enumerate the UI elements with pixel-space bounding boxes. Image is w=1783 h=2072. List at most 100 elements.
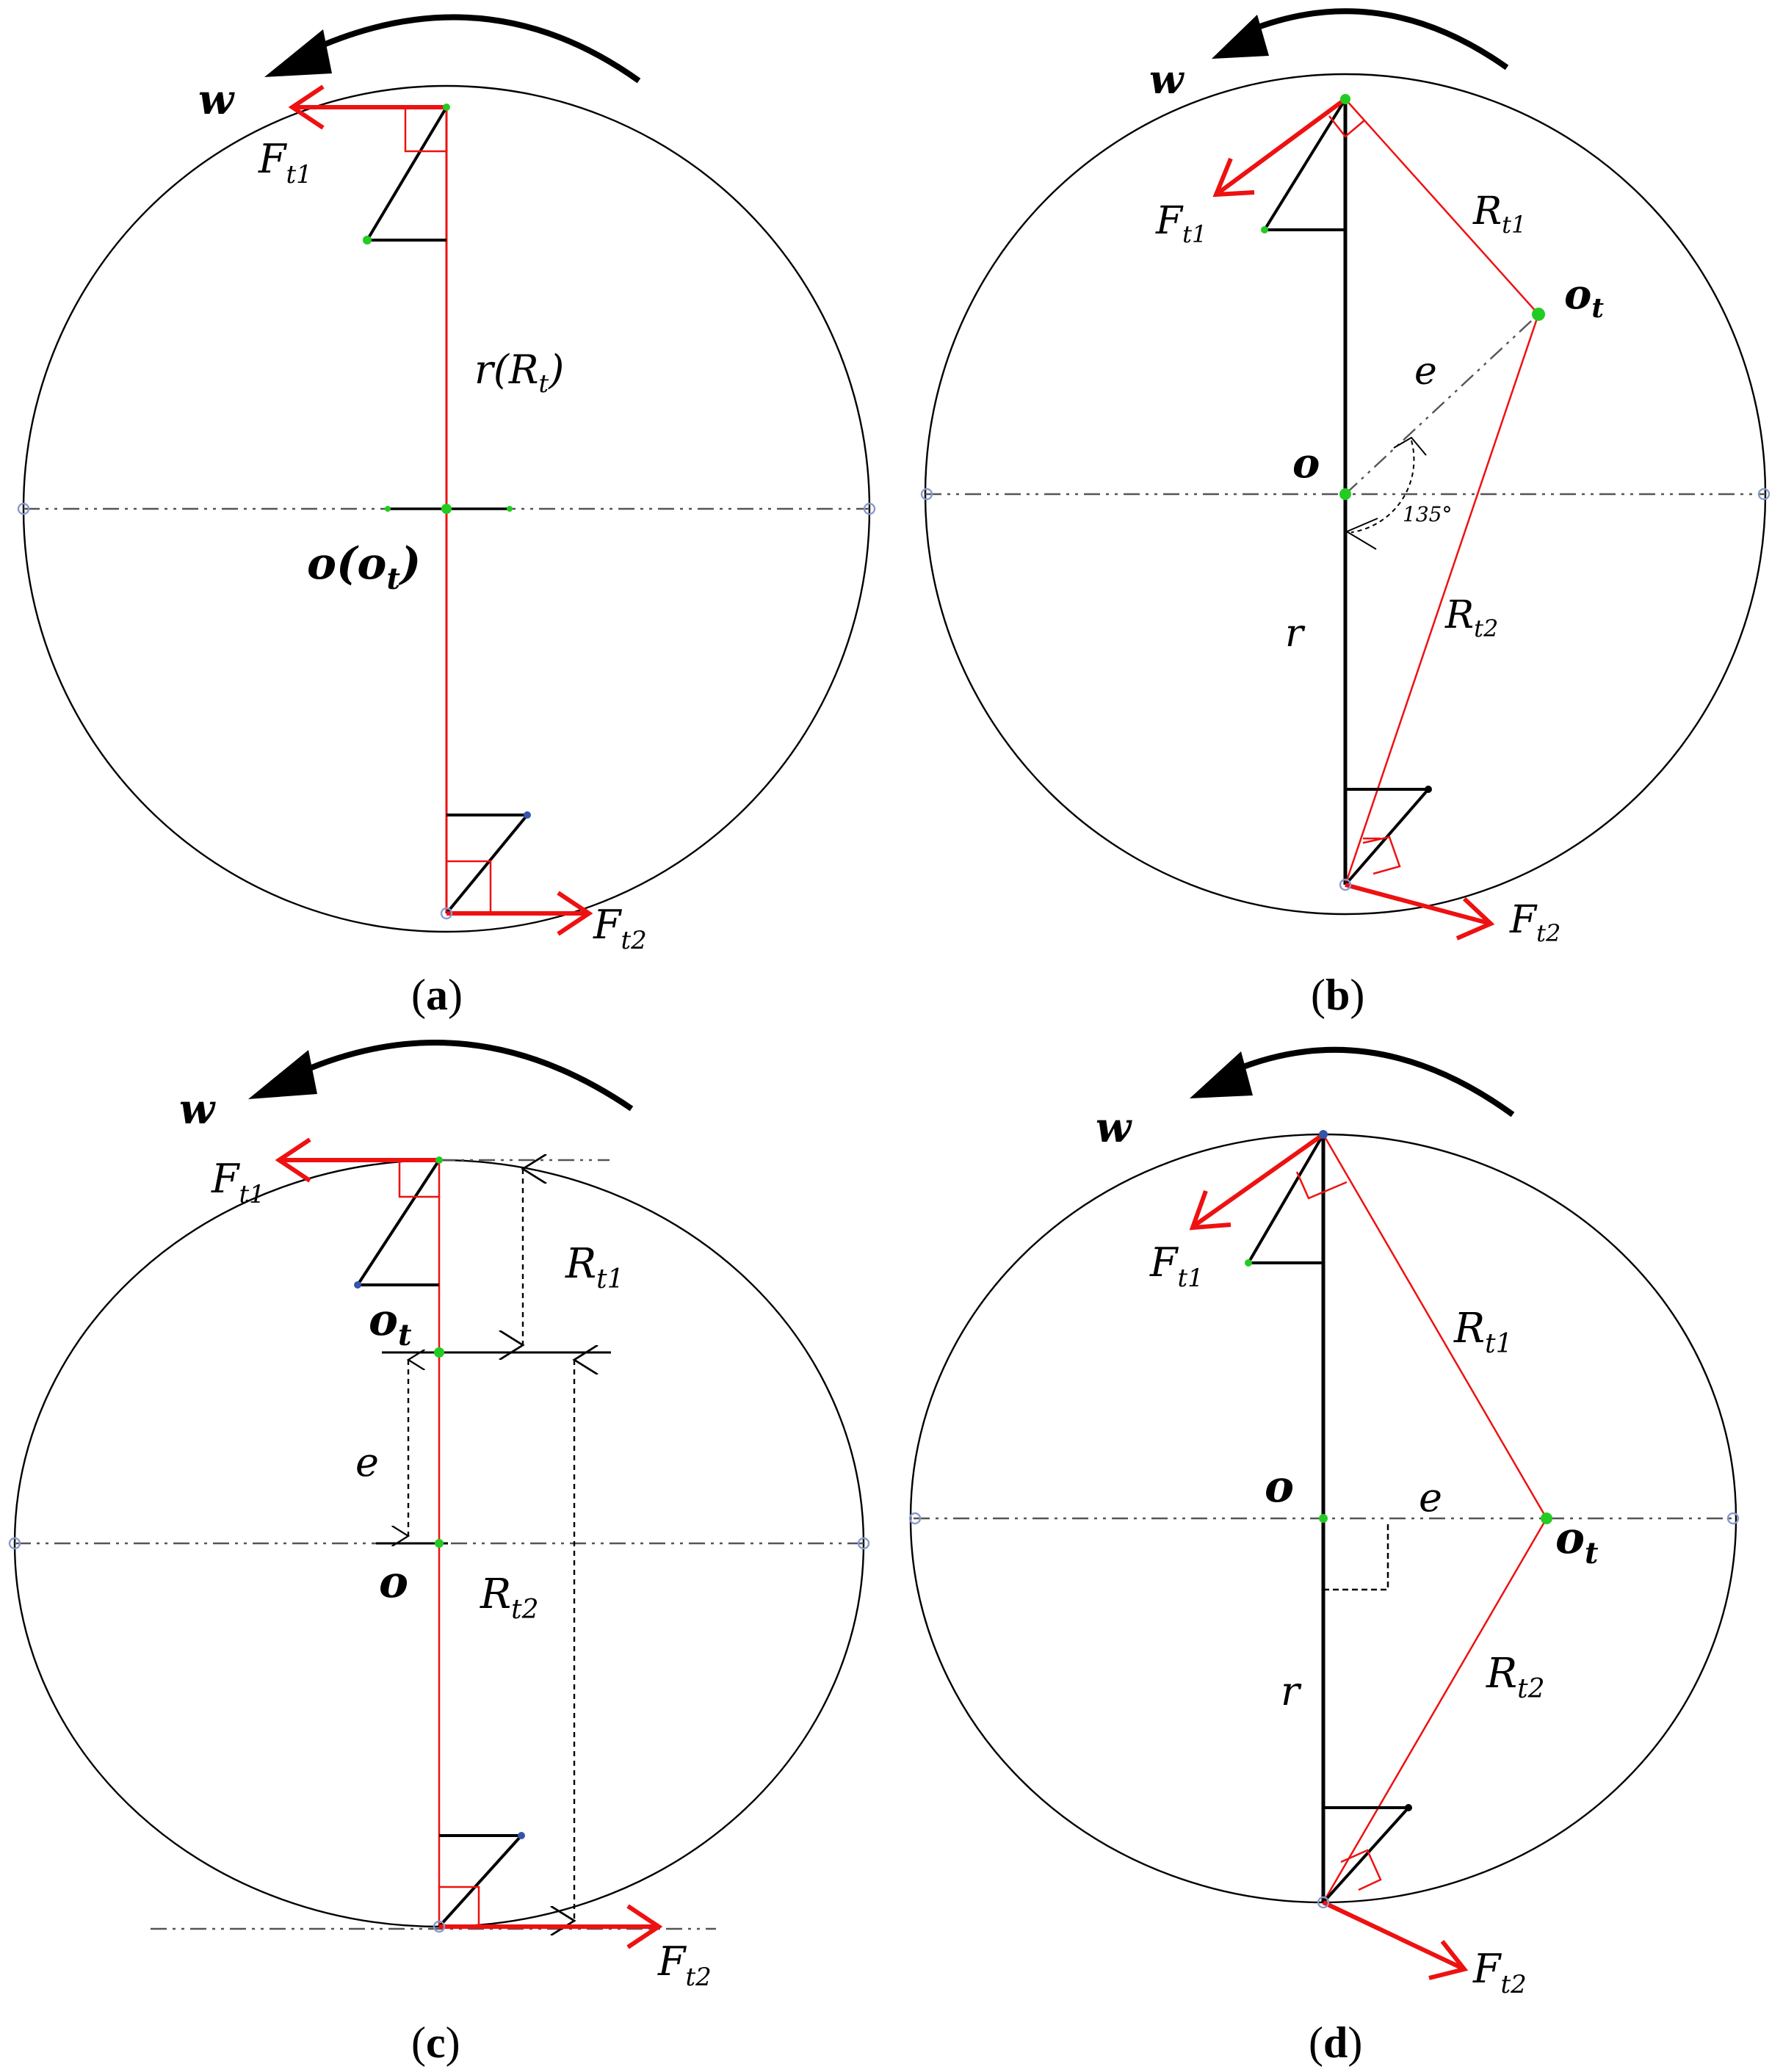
node: [1425, 786, 1432, 793]
right-angle-mark: [1362, 836, 1401, 875]
panel-a: w Ft1 Ft2 r(Rt) o(ot) (a): [17, 14, 876, 1019]
ot-label: ot: [1555, 1513, 1599, 1571]
caption-d: (d): [1309, 2018, 1362, 2067]
panel-d: w Ft1 Ft2 Rt1 Rt2 ot o e r (d): [908, 1046, 1740, 2067]
panel-b: w Ft1 Ft2 Rt1 Rt2 ot o e r 135° (b): [920, 8, 1771, 1019]
rotation-arrow: [1212, 8, 1509, 70]
omega-label: w: [179, 1085, 216, 1134]
node: [17, 502, 30, 515]
omega-label: w: [1149, 56, 1185, 103]
ot-label: ot: [1564, 270, 1604, 324]
force-ft1-arrow: [288, 84, 446, 130]
node: [1245, 1259, 1252, 1267]
eccentricity-label: e: [355, 1439, 379, 1485]
node: [863, 502, 876, 515]
rt1-label: Rt1: [565, 1240, 624, 1294]
node: [1261, 226, 1268, 233]
radius-label: r: [1285, 612, 1306, 656]
omega-label: w: [198, 76, 235, 124]
center-label: o: [379, 1557, 408, 1608]
omega-label: w: [1096, 1104, 1132, 1152]
node: [1726, 1512, 1740, 1525]
force-ft2-arrow: [1322, 1900, 1469, 1980]
force-ft1-arrow: [1189, 1132, 1325, 1231]
eccentricity-label: e: [1419, 1474, 1442, 1521]
force-ft1-arrow: [275, 1137, 439, 1183]
angle-arc: [1350, 440, 1415, 533]
rotation-arrow: [248, 1040, 634, 1112]
force-ft2-arrow: [439, 1904, 663, 1949]
node: [443, 104, 450, 111]
node: [1757, 488, 1771, 501]
ft1-label: Ft1: [258, 136, 312, 189]
angle-arrowhead: [1393, 436, 1427, 456]
bottom-blade: [445, 814, 531, 915]
node: [385, 506, 391, 512]
rt2-label: Rt2: [480, 1571, 539, 1625]
node: [433, 1920, 446, 1933]
rotation-arrow: [1190, 1046, 1515, 1117]
radius-label: r(Rt): [474, 347, 564, 399]
node: [1405, 1804, 1412, 1811]
ot-node: [434, 1347, 444, 1358]
eccentricity-line: [1345, 314, 1539, 495]
right-angle-mark: [1340, 1849, 1382, 1891]
caption-a: (a): [411, 971, 463, 1019]
ot-node: [1541, 1513, 1552, 1524]
center-node: [435, 1539, 444, 1548]
right-angle-mark: [439, 1886, 480, 1927]
node: [524, 811, 531, 819]
ft2-label: Ft2: [1472, 1946, 1527, 1999]
rt2-label: Rt2: [1486, 1650, 1545, 1704]
node: [857, 1537, 870, 1550]
ft2-label: Ft2: [657, 1938, 712, 1992]
rt2-label: Rt2: [1444, 593, 1498, 642]
center-label: o: [1265, 1461, 1294, 1513]
top-blade: [355, 1159, 441, 1286]
caption-c: (c): [411, 2018, 460, 2067]
ot-node: [1532, 308, 1545, 321]
center-label: o(ot): [307, 538, 421, 596]
ft1-label: Ft1: [211, 1156, 265, 1209]
node: [8, 1537, 21, 1550]
node: [440, 907, 453, 920]
rt1-label: Rt1: [1472, 189, 1526, 239]
bottom-blade: [1322, 1806, 1412, 1904]
panel-c: w Ft1 Ft2 Rt1 Rt2 ot o e (c): [8, 1040, 870, 2067]
node: [1339, 878, 1352, 891]
ft1-label: Ft1: [1149, 1239, 1204, 1293]
angle-label: 135°: [1403, 502, 1452, 526]
bottom-blade: [438, 1834, 525, 1928]
right-angle-mark: [446, 860, 492, 913]
node: [518, 1832, 525, 1839]
node: [507, 506, 513, 512]
rt1-label: Rt1: [1453, 1305, 1513, 1359]
node: [435, 1156, 443, 1164]
radius-label: r: [1281, 1668, 1302, 1714]
ot-label: ot: [369, 1294, 412, 1352]
right-angle-mark: [404, 107, 446, 153]
center-label: o: [1292, 439, 1320, 488]
caption-b: (b): [1311, 971, 1364, 1019]
node: [920, 488, 933, 501]
node: [1317, 1896, 1330, 1909]
ft2-label: Ft2: [1509, 898, 1560, 947]
center-node: [1339, 488, 1351, 500]
ft1-label: Ft1: [1155, 199, 1207, 248]
top-blade: [1245, 1133, 1325, 1264]
force-ft1-arrow: [1212, 97, 1347, 198]
top-blade: [1262, 98, 1347, 231]
eccentricity-label: e: [1414, 349, 1437, 394]
node: [1319, 1130, 1328, 1139]
center-node: [441, 504, 452, 514]
right-angle-mark: [398, 1160, 439, 1198]
node: [908, 1512, 922, 1525]
node: [354, 1281, 361, 1289]
angle-arrowhead: [1345, 518, 1378, 550]
right-angle-mark: [1295, 1171, 1348, 1200]
rotation-arrow: [264, 14, 641, 84]
node: [1340, 94, 1350, 104]
node: [363, 236, 372, 244]
top-blade: [364, 106, 448, 242]
